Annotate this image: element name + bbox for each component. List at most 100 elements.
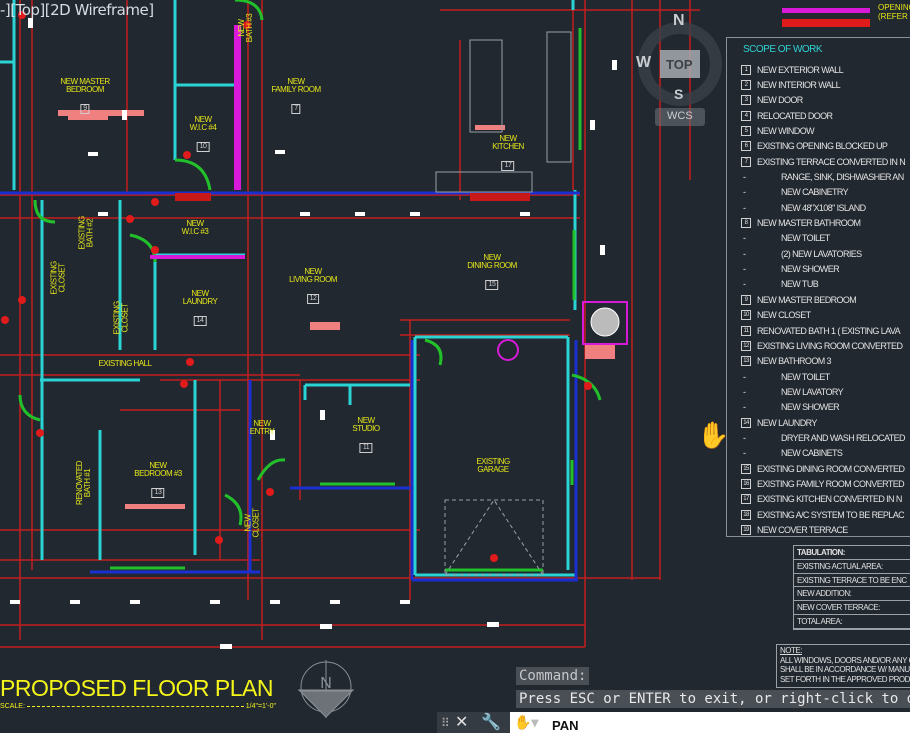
north-arrow-icon: N bbox=[298, 660, 354, 718]
scope-text: RELOCATED DOOR bbox=[757, 110, 833, 121]
command-input[interactable]: ✋▾ PAN bbox=[510, 712, 910, 733]
room-name: NEW MASTER BEDROOM bbox=[60, 77, 110, 94]
scope-text: NEW CABINETS bbox=[781, 448, 843, 459]
magenta-walls bbox=[150, 8, 870, 345]
customize-wrench-icon[interactable]: 🔧 bbox=[481, 714, 501, 731]
room-name: NEW W.I.C #4 bbox=[189, 115, 217, 132]
scope-number: 17 bbox=[741, 494, 751, 505]
blue-walls bbox=[0, 191, 580, 582]
scope-bullet: - bbox=[743, 264, 746, 275]
compass-south[interactable]: S bbox=[674, 86, 684, 102]
wcs-label[interactable]: WCS bbox=[667, 110, 693, 122]
room-tag: 11 bbox=[359, 443, 373, 453]
scope-item: 8 NEW MASTER BATHROOM bbox=[741, 215, 905, 230]
scope-number: 16 bbox=[741, 478, 751, 489]
scope-bullet: - bbox=[743, 187, 746, 198]
compass-north[interactable]: N bbox=[673, 12, 685, 29]
scope-item: - (2) NEW LAVATORIES bbox=[741, 246, 905, 261]
scope-bullet: - bbox=[743, 448, 746, 459]
fixtures bbox=[435, 31, 572, 576]
scope-bullet: - bbox=[743, 386, 746, 397]
scope-number: 11 bbox=[741, 325, 751, 336]
room-label: EXISTING GARAGE bbox=[476, 457, 510, 474]
drawing-scale: SCALE: 1/4"=1'-0" bbox=[0, 703, 276, 710]
room-tag: 9 bbox=[80, 104, 90, 114]
scope-bullet: - bbox=[743, 202, 746, 213]
scope-item: -NEW CABINETRY bbox=[741, 185, 905, 200]
scope-bullet: - bbox=[743, 371, 746, 382]
note-line: SET FORTH IN THE APPROVED PRODUC bbox=[780, 674, 910, 684]
room-label: NEW STUDIO 11 bbox=[352, 416, 380, 453]
room-tag: 7 bbox=[291, 104, 301, 114]
wcs-menu bbox=[655, 108, 705, 126]
scope-text: (2) NEW LAVATORIES bbox=[781, 248, 862, 259]
tabulation-row: EXISTING ACTUAL AREA: bbox=[794, 560, 910, 574]
scope-item: 16 EXISTING FAMILY ROOM CONVERTED bbox=[741, 476, 905, 491]
scope-item: 18 EXISTING A/C SYSTEM TO BE REPLAC bbox=[741, 507, 905, 522]
viewcube[interactable] bbox=[638, 22, 722, 126]
room-label: NEW W.I.C #3 bbox=[182, 220, 209, 236]
room-name: EXISTING HALL bbox=[98, 359, 152, 368]
scope-number: 3 bbox=[741, 95, 751, 106]
grip-handle-icon[interactable]: ⠿ bbox=[441, 716, 450, 730]
pan-hand-icon[interactable]: ✋▾ bbox=[514, 714, 539, 730]
room-tag: 10 bbox=[196, 142, 210, 152]
room-name: NEW STUDIO bbox=[352, 416, 380, 433]
room-label: NEW BATH #3 bbox=[237, 13, 255, 43]
legend-opening: OPENING (REFER TO bbox=[878, 3, 910, 21]
room-name: NEW LAUNDRY bbox=[182, 289, 218, 306]
room-label: RENOVATED BATH #1 bbox=[75, 461, 92, 505]
room-name: NEW KITCHEN bbox=[492, 134, 524, 151]
scope-number: 14 bbox=[741, 417, 751, 428]
scope-text: EXISTING FAMILY ROOM CONVERTED bbox=[757, 478, 905, 489]
legend-opening-text: OPENING bbox=[878, 3, 910, 12]
tabulation-row: NEW ADDITION: bbox=[794, 587, 910, 602]
scale-leader bbox=[26, 706, 244, 707]
tabulation-row: NEW COVER TERRACE: bbox=[794, 601, 910, 615]
command-line: ⠿ ✕ 🔧 ✋▾ PAN bbox=[437, 712, 910, 733]
scope-item: -NEW SHOWER bbox=[741, 400, 905, 415]
scope-text: EXISTING A/C SYSTEM TO BE REPLAC bbox=[757, 509, 905, 520]
room-name: NEW BATH #3 bbox=[237, 13, 255, 43]
scope-text: NEW CLOSET bbox=[757, 310, 811, 321]
scope-number: 8 bbox=[741, 218, 751, 229]
viewport-controls[interactable]: -][Top][2D Wireframe] bbox=[0, 1, 154, 19]
room-tag: 13 bbox=[151, 488, 165, 498]
room-name: EXISTING BATH #2 bbox=[77, 216, 95, 250]
close-icon[interactable]: ✕ bbox=[455, 714, 469, 731]
room-name: NEW LIVING ROOM bbox=[289, 267, 337, 284]
viewcube-top-label[interactable]: TOP bbox=[666, 57, 693, 72]
scope-number: 19 bbox=[741, 524, 751, 535]
scope-item: - NEW CABINETS bbox=[741, 446, 905, 461]
scope-number: 9 bbox=[741, 294, 751, 305]
scope-text: EXISTING LIVING ROOM CONVERTED bbox=[757, 340, 903, 351]
exterior-walls bbox=[0, 0, 577, 577]
scope-text: NEW INTERIOR WALL bbox=[757, 80, 841, 91]
scope-text: NEW WINDOW bbox=[757, 126, 815, 137]
tabulation-title: TABULATION: bbox=[794, 546, 910, 560]
scope-number: 18 bbox=[741, 509, 751, 520]
room-name: EXISTING GARAGE bbox=[476, 457, 510, 474]
windows-doors bbox=[18, 0, 602, 572]
scope-bullet: - bbox=[743, 279, 746, 290]
room-name: NEW W.I.C #3 bbox=[181, 219, 209, 236]
scope-text: NEW LAVATORY bbox=[781, 386, 844, 397]
room-label: EXISTING CLOSET bbox=[50, 261, 67, 294]
scope-text: NEW MASTER BATHROOM bbox=[757, 218, 861, 229]
scope-item: -NEW TOILET bbox=[741, 231, 905, 246]
scope-bullet: - bbox=[743, 248, 746, 259]
scope-item: -NEW TUB bbox=[741, 277, 905, 292]
compass-west[interactable]: W bbox=[636, 54, 652, 71]
legend-magenta-chip bbox=[782, 8, 870, 13]
